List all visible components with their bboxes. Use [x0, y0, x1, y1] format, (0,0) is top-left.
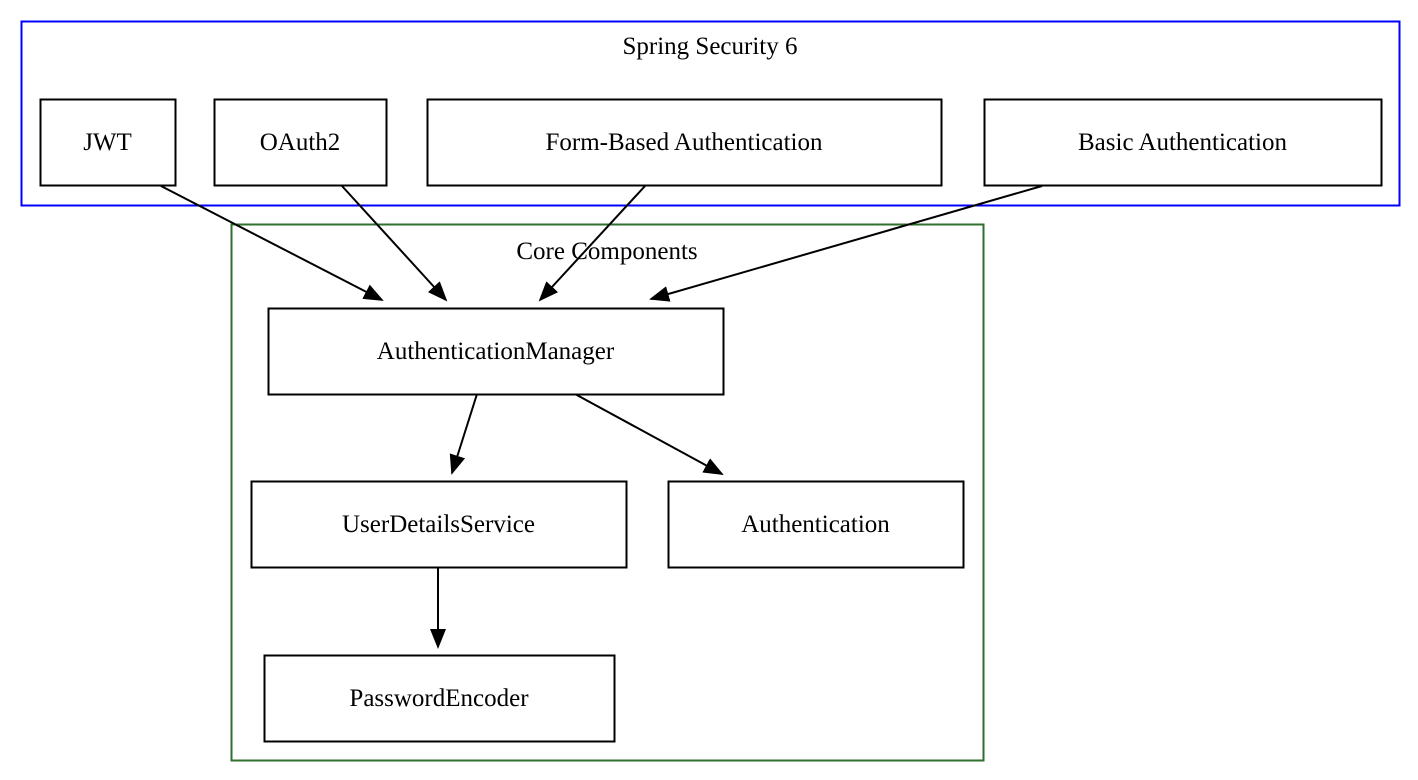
node-box-oauth2[interactable]	[213, 98, 388, 187]
edge-form-based-authentication-to-authentication-manager	[538, 185, 646, 302]
node-box-basic-authentication[interactable]	[983, 98, 1383, 187]
node-box-user-details-service[interactable]	[250, 480, 628, 569]
edge-authentication-manager-to-user-details-service	[449, 393, 478, 475]
edges-layer	[160, 185, 1043, 649]
node-box-password-encoder[interactable]	[263, 654, 616, 743]
node-box-authentication-manager[interactable]	[267, 307, 725, 396]
node-box-jwt[interactable]	[39, 98, 177, 187]
node-box-authentication[interactable]	[667, 480, 965, 569]
edge-basic-authentication-to-authentication-manager	[649, 185, 1043, 302]
cluster-border-cluster-core-components	[230, 223, 985, 762]
edge-authentication-manager-to-authentication	[574, 393, 724, 475]
edge-oauth2-to-authentication-manager	[341, 185, 448, 302]
nodes-layer	[39, 98, 1383, 743]
cluster-border-cluster-spring-security-6	[20, 20, 1401, 207]
clusters-layer	[20, 20, 1401, 762]
edge-jwt-to-authentication-manager	[160, 185, 384, 301]
node-box-form-based-authentication[interactable]	[426, 98, 943, 187]
